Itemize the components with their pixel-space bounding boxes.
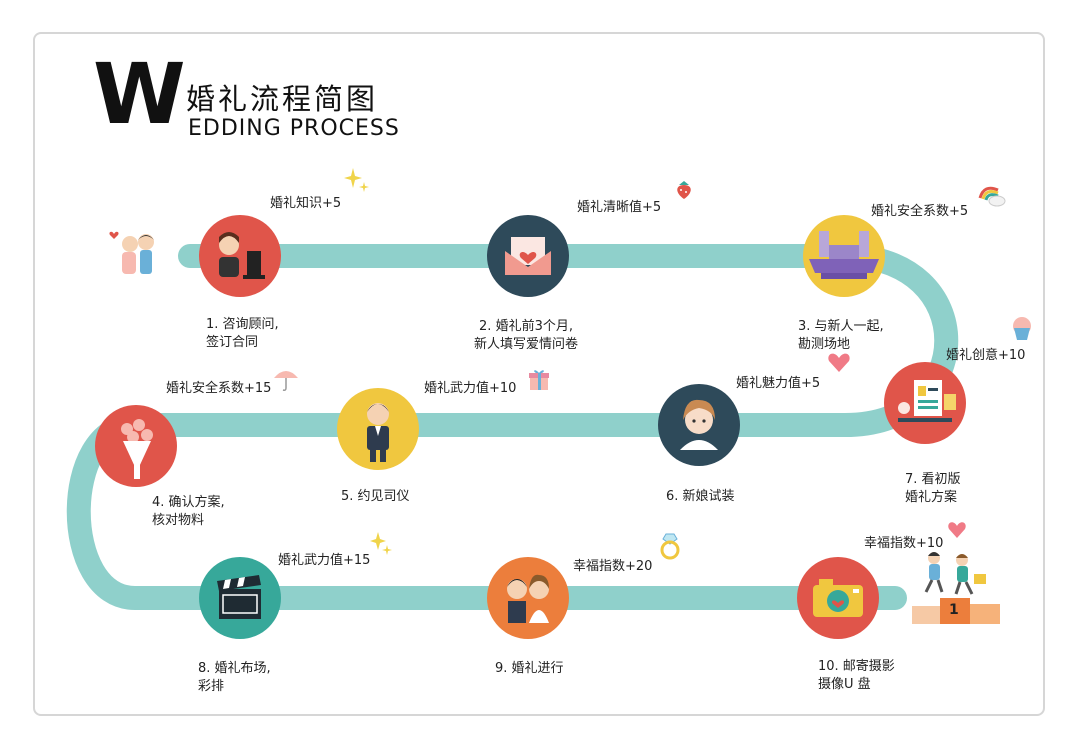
step-8-node <box>199 557 281 639</box>
couple-illustration <box>109 231 154 274</box>
clapperboard-icon <box>217 575 261 619</box>
step-4-line1: 4. 确认方案, <box>152 495 225 510</box>
step-5-caption: 5. 约见司仪 <box>341 488 410 506</box>
bouquet-icon <box>121 419 153 479</box>
step-10-node <box>797 557 879 639</box>
wedding-stage-icon <box>809 231 879 279</box>
step-9-bonus: 幸福指数+20 <box>573 559 653 574</box>
step-7-line2: 婚礼方案 <box>905 490 958 505</box>
step-1-node <box>199 215 281 297</box>
step-3-line1: 3. 与新人一起, <box>798 319 884 334</box>
bride-and-groom-icon <box>507 574 549 623</box>
step-9-node <box>487 557 569 639</box>
step-5-line1: 5. 约见司仪 <box>341 489 410 504</box>
step-1-line2: 签订合同 <box>206 335 259 350</box>
step-1-caption: 1. 咨询顾问, 签订合同 <box>206 316 279 352</box>
umbrella-icon <box>274 371 298 391</box>
page-title: 婚礼流程简图 <box>186 82 379 116</box>
step-10-bonus: 幸福指数+10 <box>864 536 944 551</box>
consultant-at-computer-icon <box>219 232 265 279</box>
ring-icon <box>660 533 680 560</box>
step-3-caption: 3. 与新人一起, 勘测场地 <box>798 318 884 354</box>
step-10-line2: 摄像U 盘 <box>818 677 871 692</box>
step-4-caption: 4. 确认方案, 核对物料 <box>152 494 225 530</box>
camera-icon <box>813 579 863 617</box>
sparkle-icon <box>344 168 369 192</box>
heart-icon <box>948 522 966 538</box>
step-2-line2: 新人填写爱情问卷 <box>474 337 579 352</box>
step-2-caption: 2. 婚礼前3个月, 新人填写爱情问卷 <box>474 318 578 354</box>
step-6-node <box>658 384 740 466</box>
rainbow-cloud-icon <box>978 186 1006 207</box>
heart-icon <box>828 353 850 372</box>
step-2-line1: 2. 婚礼前3个月, <box>479 319 573 334</box>
sparkle-icon <box>370 532 392 555</box>
step-3-bonus: 婚礼安全系数+5 <box>871 204 969 219</box>
step-8-bonus: 婚礼武力值+15 <box>278 553 371 568</box>
step-5-bonus: 婚礼武力值+10 <box>424 381 517 396</box>
podium-rank: 1 <box>949 602 959 618</box>
step-4-line2: 核对物料 <box>152 513 205 528</box>
planning-documents-icon <box>898 380 956 422</box>
winners-podium-illustration <box>912 552 1000 624</box>
step-8-caption: 8. 婚礼布场, 彩排 <box>198 660 271 696</box>
logo-letter: W <box>93 45 186 143</box>
bride-icon <box>680 399 718 450</box>
step-7-caption: 7. 看初版 婚礼方案 <box>905 471 961 507</box>
step-3-node <box>803 215 885 297</box>
step-9-line1: 9. 婚礼进行 <box>495 661 564 676</box>
step-10-caption: 10. 邮寄摄影 摄像U 盘 <box>818 658 895 694</box>
step-2-bonus: 婚礼清晰值+5 <box>577 200 662 215</box>
gift-box-icon <box>529 370 549 390</box>
step-7-line1: 7. 看初版 <box>905 472 961 487</box>
step-3-line2: 勘测场地 <box>798 337 851 352</box>
step-10-line1: 10. 邮寄摄影 <box>818 659 895 674</box>
step-7-bonus: 婚礼创意+10 <box>946 348 1026 363</box>
step-4-node <box>95 405 177 487</box>
step-6-line1: 6. 新娘试装 <box>666 489 735 504</box>
love-letter-envelope-icon <box>505 237 551 275</box>
step-5-node <box>337 388 419 470</box>
step-4-bonus: 婚礼安全系数+15 <box>166 381 272 396</box>
cupcake-icon <box>1013 317 1031 340</box>
step-6-caption: 6. 新娘试装 <box>666 488 735 506</box>
step-1-bonus: 婚礼知识+5 <box>270 196 342 211</box>
step-8-line2: 彩排 <box>198 679 225 694</box>
step-2-node <box>487 215 569 297</box>
step-7-node <box>884 362 966 444</box>
step-6-bonus: 婚礼魅力值+5 <box>736 376 821 391</box>
step-8-line1: 8. 婚礼布场, <box>198 661 271 676</box>
page-subtitle: EDDING PROCESS <box>188 116 400 141</box>
step-1-line1: 1. 咨询顾问, <box>206 317 279 332</box>
step-9-caption: 9. 婚礼进行 <box>495 660 564 678</box>
strawberry-icon <box>677 181 691 199</box>
groom-host-icon <box>367 403 389 462</box>
